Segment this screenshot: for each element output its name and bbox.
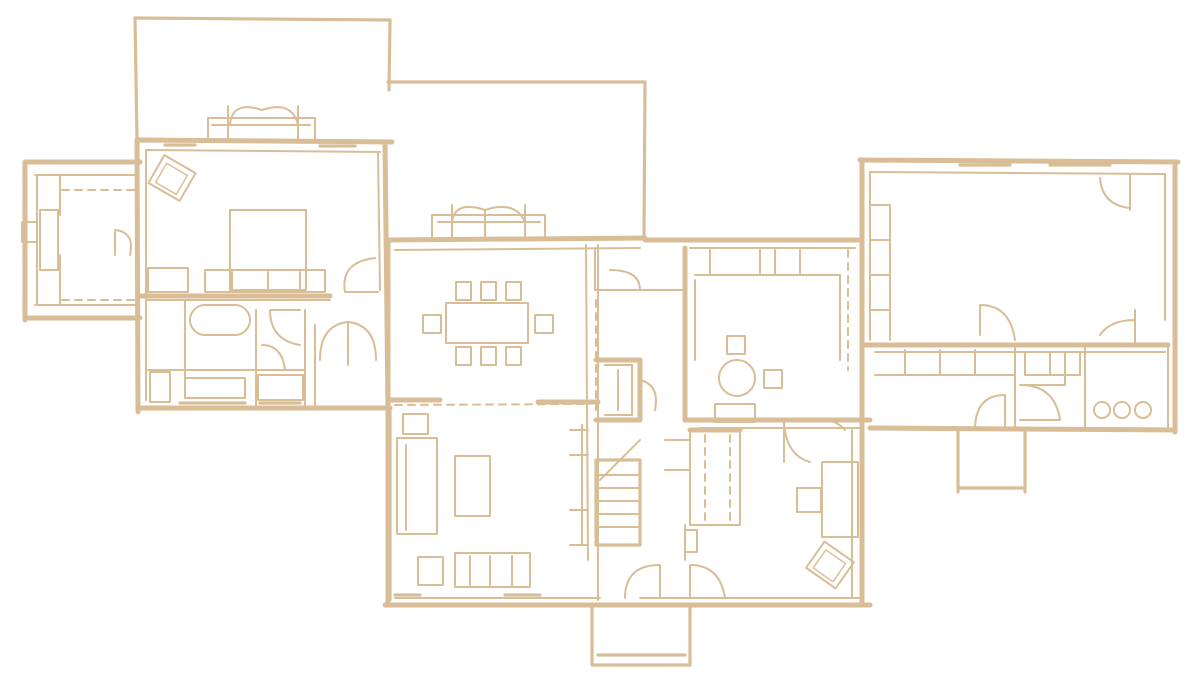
loveseat xyxy=(454,552,531,588)
front-steps xyxy=(590,603,692,667)
stair-hall xyxy=(569,247,726,599)
staircase xyxy=(594,458,642,547)
armchair-corner xyxy=(147,154,197,202)
coffee-table xyxy=(454,455,491,517)
dresser xyxy=(204,269,326,293)
kitchen-walls xyxy=(642,157,873,608)
dining-walls xyxy=(385,204,648,608)
nightstand xyxy=(147,267,189,293)
living-furniture xyxy=(396,413,531,588)
dining-furniture xyxy=(422,281,554,366)
garage-walls xyxy=(857,157,1181,494)
living-walls xyxy=(382,244,873,608)
left-wing-walls xyxy=(134,105,395,415)
armchair-living xyxy=(805,540,855,590)
left-wing-doors xyxy=(261,257,379,371)
round-table xyxy=(718,359,756,397)
site-outline xyxy=(133,16,647,242)
tub xyxy=(189,304,251,336)
left-porch xyxy=(21,159,143,323)
dining-table xyxy=(445,302,529,344)
bedroom-furniture xyxy=(147,154,326,336)
kitchen-furniture xyxy=(714,335,859,590)
sofa xyxy=(396,437,438,535)
